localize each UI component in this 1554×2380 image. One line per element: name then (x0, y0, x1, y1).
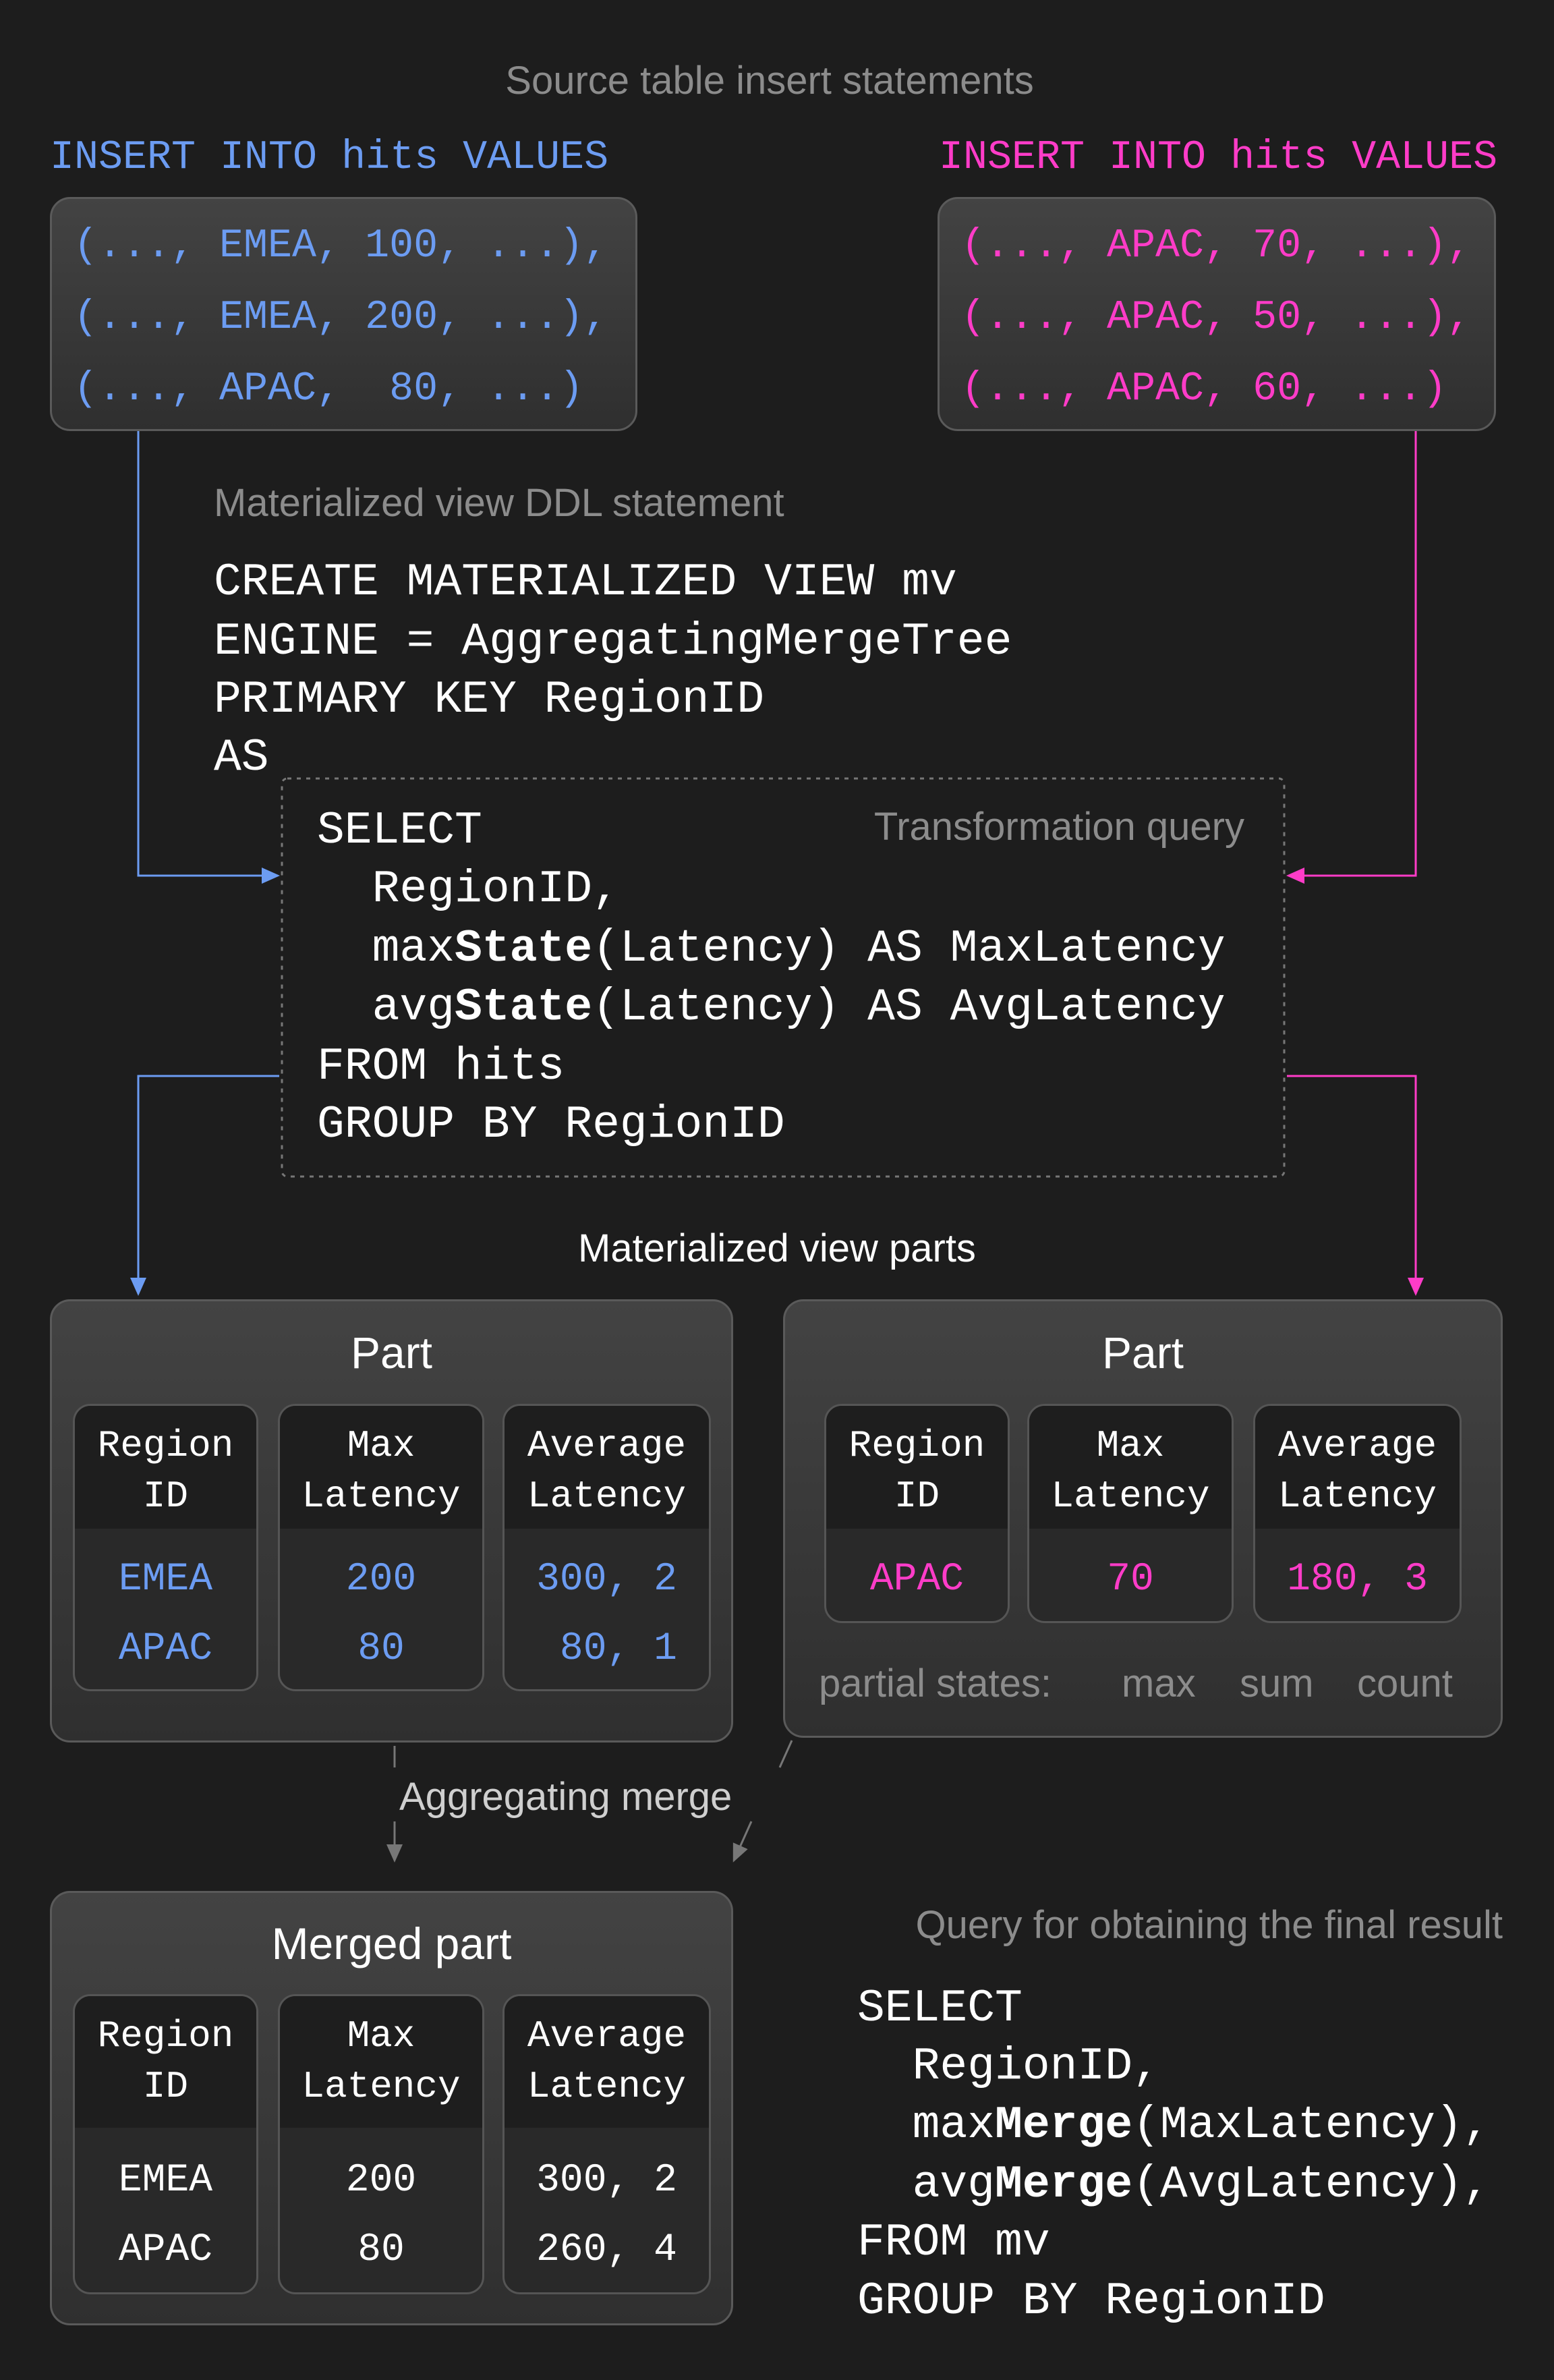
cell: 180, 3 (1287, 1558, 1428, 1602)
merge-arrow-right (732, 1821, 753, 1863)
fq-from: FROM mv (857, 2217, 1050, 2269)
cell: 80 (357, 1627, 405, 1671)
cell: 300, 2 (536, 2159, 677, 2203)
ddl-line: CREATE MATERIALIZED VIEW mv (214, 557, 957, 608)
fq-max: maxMerge(MaxLatency), (857, 2099, 1491, 2151)
tq-max: maxState(Latency) AS MaxLatency (317, 923, 1226, 975)
tq-region: RegionID, (317, 863, 620, 915)
insert-label-left: INSERT INTO hits VALUES (50, 135, 609, 181)
partial-state-max: max (1122, 1662, 1196, 1705)
blue-out-arrow (130, 1075, 279, 1296)
cell: 70 (1107, 1558, 1154, 1602)
cell: 300, 2 (536, 1558, 677, 1602)
parts-title: Materialized view parts (578, 1226, 976, 1270)
cell: APAC (118, 1627, 213, 1671)
insert-box-right: (..., APAC, 70, ...), (..., APAC, 50, ..… (938, 197, 1496, 431)
transformation-query-frame (281, 777, 1286, 1178)
insert-box-left: (..., EMEA, 100, ...), (..., EMEA, 200, … (50, 197, 637, 431)
part-title: Part (1101, 1328, 1184, 1378)
cell: 200 (345, 1558, 417, 1602)
part-title: Merged part (271, 1919, 512, 1968)
partial-state-sum: sum (1240, 1662, 1314, 1705)
fq-avg: avgMerge(AvgLatency), (857, 2159, 1491, 2211)
insert-label-right: INSERT INTO hits VALUES (939, 135, 1498, 181)
tq-avg: avgState(Latency) AS AvgLatency (317, 982, 1226, 1033)
cell: EMEA (118, 1558, 213, 1602)
fq-select: SELECT (857, 1983, 1023, 2035)
cell: 200 (345, 2159, 417, 2203)
ddl-line: ENGINE = AggregatingMergeTree (214, 616, 1012, 668)
partial-state-count: count (1357, 1662, 1453, 1705)
cell: 80, 1 (536, 1627, 677, 1671)
ddl-title: Materialized view DDL statement (214, 481, 784, 525)
pink-in-arrow (1286, 431, 1417, 884)
transformation-label: Transformation query (873, 805, 1244, 849)
blue-in-arrow (137, 431, 280, 884)
pink-out-arrow (1287, 1075, 1424, 1296)
ddl-line: PRIMARY KEY RegionID (214, 674, 765, 726)
final-query-title: Query for obtaining the final result (915, 1903, 1503, 1947)
insert-row: (..., EMEA, 100, ...), (74, 223, 608, 269)
fq-region: RegionID, (857, 2041, 1160, 2093)
fq-group: GROUP BY RegionID (857, 2275, 1325, 2327)
part-title: Part (350, 1328, 433, 1378)
insert-row: (..., APAC, 50, ...), (961, 295, 1472, 341)
source-title: Source table insert statements (505, 59, 1034, 103)
cell: APAC (869, 1558, 965, 1602)
cell: EMEA (118, 2159, 213, 2203)
merge-line-right-top (778, 1740, 793, 1768)
insert-row: (..., APAC, 70, ...), (961, 223, 1472, 269)
merge-label: Aggregating merge (399, 1775, 732, 1819)
cell: 80 (357, 2228, 405, 2272)
tq-from: FROM hits (317, 1041, 565, 1093)
insert-row: (..., APAC, 80, ...) (74, 366, 584, 412)
insert-row: (..., APAC, 60, ...) (961, 366, 1447, 412)
partial-states-label: partial states: (819, 1662, 1052, 1705)
cell: APAC (118, 2228, 213, 2272)
insert-row: (..., EMEA, 200, ...), (74, 295, 608, 341)
tq-select: SELECT (317, 805, 482, 857)
cell: 260, 4 (536, 2228, 677, 2272)
ddl-line: AS (214, 732, 269, 784)
tq-group: GROUP BY RegionID (317, 1099, 785, 1151)
